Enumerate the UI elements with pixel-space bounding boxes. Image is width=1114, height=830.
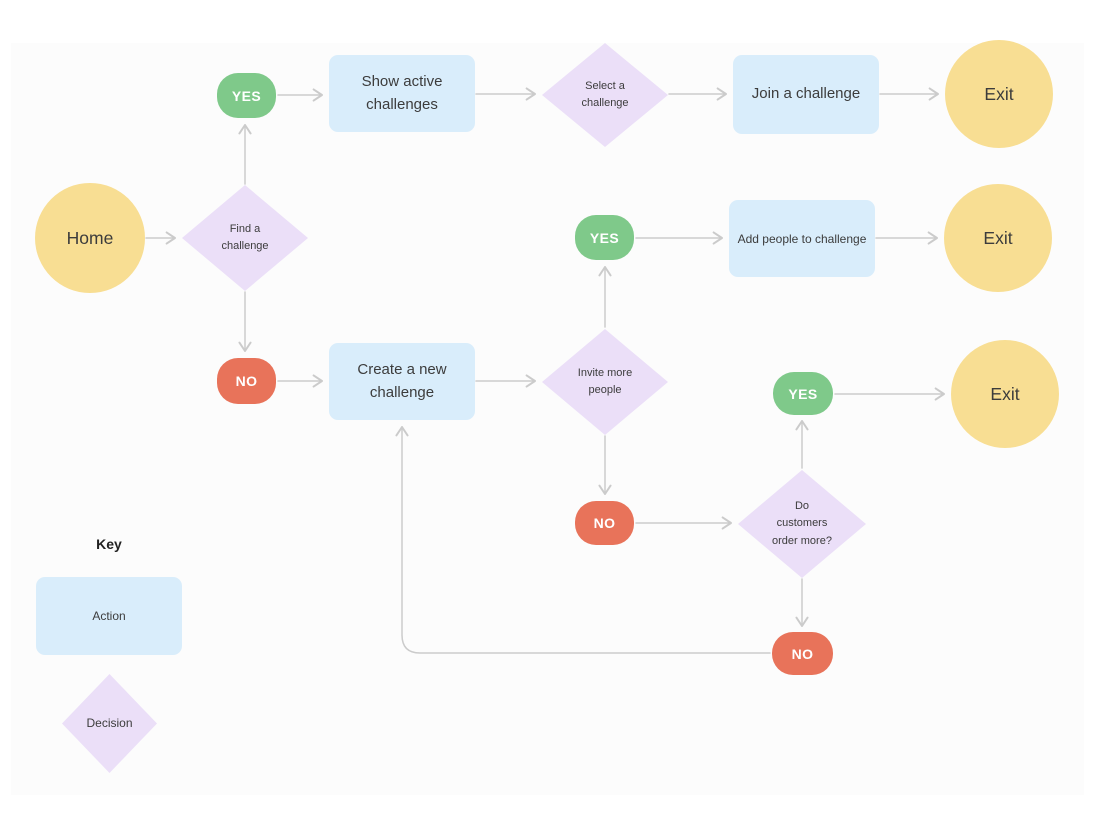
node-create-new-challenge[interactable]: Create a new challenge <box>329 343 475 420</box>
key-action-shape[interactable]: Action <box>36 577 182 655</box>
node-yes-mid-label: YES <box>589 229 620 246</box>
arrow-no-loop-to-create <box>395 426 771 654</box>
diagram-canvas <box>11 43 1084 795</box>
node-no-left-label: NO <box>235 373 258 389</box>
node-no-mid[interactable]: NO <box>575 501 634 545</box>
node-invite-more-people-label: Invite more people <box>577 366 633 396</box>
node-exit-mid-label: Exit <box>983 227 1013 248</box>
node-create-new-challenge-label: Create a new challenge <box>357 361 447 401</box>
node-exit-mid[interactable]: Exit <box>944 184 1052 292</box>
node-show-active-challenges-label: Show active challenges <box>361 73 443 113</box>
node-no-left[interactable]: NO <box>217 358 276 404</box>
node-exit-top-label: Exit <box>984 83 1014 104</box>
node-find-challenge-label: Find a challenge <box>221 222 269 252</box>
node-home-label: Home <box>66 227 114 248</box>
node-yes-bottom[interactable]: YES <box>773 372 833 415</box>
node-do-customers-order-more-label: Do customers order more? <box>772 500 832 547</box>
key-title: Key <box>96 536 122 552</box>
node-select-challenge-label: Select a challenge <box>581 79 629 109</box>
node-no-bottom-label: NO <box>791 645 814 662</box>
node-yes-bottom-label: YES <box>788 385 818 402</box>
node-home[interactable]: Home <box>35 183 145 293</box>
node-add-people-label: Add people to challenge <box>737 231 867 246</box>
node-exit-top[interactable]: Exit <box>945 40 1053 148</box>
node-join-challenge-label: Join a challenge <box>751 85 861 103</box>
node-exit-bottom[interactable]: Exit <box>951 340 1059 448</box>
node-exit-bottom-label: Exit <box>990 383 1020 404</box>
node-add-people[interactable]: Add people to challenge <box>729 200 875 277</box>
node-join-challenge[interactable]: Join a challenge <box>733 55 879 134</box>
key-action-label: Action <box>92 609 126 623</box>
node-no-mid-label: NO <box>593 515 616 531</box>
node-yes-mid[interactable]: YES <box>575 215 634 260</box>
key-decision-label: Decision <box>86 716 133 731</box>
node-no-bottom[interactable]: NO <box>772 632 833 675</box>
node-yes-top-label: YES <box>231 87 262 104</box>
node-show-active-challenges[interactable]: Show active challenges <box>329 55 475 132</box>
node-yes-top[interactable]: YES <box>217 73 276 118</box>
